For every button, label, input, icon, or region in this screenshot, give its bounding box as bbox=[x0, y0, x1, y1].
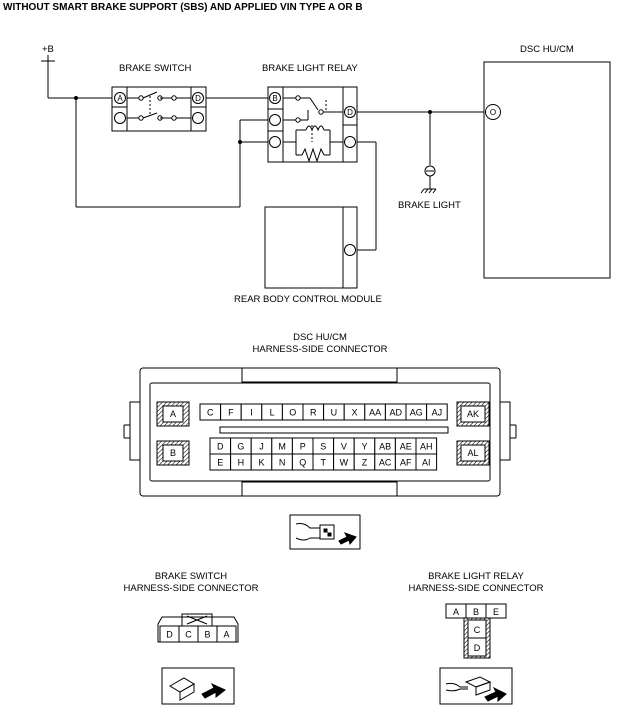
dsc-terminal-o: O bbox=[490, 108, 496, 117]
dsc-pin-s: S bbox=[320, 441, 326, 451]
dsc-pin-c: C bbox=[207, 407, 214, 417]
dsc-pin-p: P bbox=[300, 441, 306, 451]
relay-pin-e: E bbox=[493, 607, 499, 617]
dsc-hu-cm-label: DSC HU/CM bbox=[520, 44, 574, 55]
relay-connector-view-icon bbox=[439, 667, 513, 705]
dsc-pin-w: W bbox=[340, 457, 349, 467]
dsc-pin-grid: C F I L O R U X AA AD AG AJ D G J M P S V Y AB AE AH E H K N Q T W Z AC… bbox=[199, 403, 448, 471]
dsc-pin-v: V bbox=[341, 441, 347, 451]
dsc-pin-al: AL bbox=[467, 448, 478, 458]
dsc-connector-title-1: DSC HU/CM bbox=[293, 332, 347, 343]
brake-switch-box bbox=[111, 86, 207, 132]
dsc-pin-m: M bbox=[278, 441, 286, 451]
rear-body-control-module-box bbox=[264, 206, 358, 289]
switch-pin-c: C bbox=[185, 629, 192, 639]
connector-view-icon bbox=[289, 514, 361, 550]
dsc-pin-af: AF bbox=[400, 457, 412, 467]
dsc-hu-cm-box bbox=[483, 61, 611, 279]
dsc-connector-title-2: HARNESS-SIDE CONNECTOR bbox=[253, 344, 388, 355]
switch-connector-title-1: BRAKE SWITCH bbox=[155, 571, 227, 582]
dsc-pin-t: T bbox=[321, 457, 327, 467]
dsc-pin-a: A bbox=[170, 409, 176, 419]
dsc-pin-f: F bbox=[228, 407, 234, 417]
dsc-pin-y: Y bbox=[361, 441, 367, 451]
dsc-pin-ae: AE bbox=[400, 441, 412, 451]
switch-pin-b: B bbox=[204, 629, 210, 639]
switch-terminal-d: D bbox=[195, 94, 201, 103]
relay-pin-c: C bbox=[474, 625, 481, 635]
dsc-pin-o: O bbox=[289, 407, 296, 417]
schematic bbox=[41, 55, 611, 289]
relay-terminal-d: D bbox=[347, 108, 353, 117]
dsc-pin-aj-cell bbox=[426, 403, 448, 421]
dsc-pin-ai: AI bbox=[422, 457, 431, 467]
brake-light-relay-connector bbox=[445, 603, 507, 659]
relay-pin-d: D bbox=[474, 643, 481, 653]
dsc-pin-q: Q bbox=[299, 457, 306, 467]
dsc-pin-ac: AC bbox=[379, 457, 392, 467]
dsc-pin-e: E bbox=[217, 457, 223, 467]
dsc-pin-ad: AD bbox=[389, 407, 402, 417]
dsc-pin-n: N bbox=[279, 457, 286, 467]
dsc-pin-l: L bbox=[270, 407, 275, 417]
brake-light-label: BRAKE LIGHT bbox=[398, 200, 461, 211]
dsc-pin-b: B bbox=[170, 448, 176, 458]
dsc-pin-ab: AB bbox=[379, 441, 391, 451]
dsc-connector bbox=[123, 367, 517, 497]
switch-pin-d: D bbox=[166, 629, 173, 639]
switch-pin-a-cell bbox=[216, 625, 237, 643]
dsc-pin-ag: AG bbox=[410, 407, 423, 417]
dsc-pin-ak: AK bbox=[467, 409, 479, 419]
dsc-pin-d: D bbox=[217, 441, 224, 451]
dsc-pin-h: H bbox=[238, 457, 245, 467]
rbcm-label: REAR BODY CONTROL MODULE bbox=[234, 294, 382, 305]
diagram-title: WITHOUT SMART BRAKE SUPPORT (SBS) AND AP… bbox=[3, 2, 363, 13]
dsc-pin-z: Z bbox=[362, 457, 368, 467]
relay-pin-a: A bbox=[453, 607, 459, 617]
dsc-pin-i: I bbox=[250, 407, 253, 417]
brake-light-relay-label: BRAKE LIGHT RELAY bbox=[262, 63, 358, 74]
dsc-pin-g: G bbox=[237, 441, 244, 451]
dsc-pin-j: J bbox=[259, 441, 264, 451]
relay-connector-title-1: BRAKE LIGHT RELAY bbox=[428, 571, 524, 582]
brake-switch-label: BRAKE SWITCH bbox=[119, 63, 191, 74]
relay-pin-b: B bbox=[473, 607, 479, 617]
switch-connector-title-2: HARNESS-SIDE CONNECTOR bbox=[124, 583, 259, 594]
dsc-pin-aa: AA bbox=[369, 407, 381, 417]
relay-terminal-b: B bbox=[272, 94, 277, 103]
supply-label: +B bbox=[42, 44, 54, 55]
dsc-pin-r: R bbox=[310, 407, 317, 417]
switch-pin-a: A bbox=[223, 629, 229, 639]
dsc-pin-x: X bbox=[351, 407, 357, 417]
dsc-pin-u: U bbox=[331, 407, 338, 417]
relay-connector-title-2: HARNESS-SIDE CONNECTOR bbox=[409, 583, 544, 594]
dsc-pin-ai-cell bbox=[415, 453, 438, 471]
dsc-pin-aj: AJ bbox=[432, 407, 443, 417]
dsc-pin-ah: AH bbox=[420, 441, 433, 451]
dsc-pin-k: K bbox=[258, 457, 264, 467]
switch-terminal-a: A bbox=[117, 94, 123, 103]
switch-connector-view-icon bbox=[161, 667, 235, 705]
